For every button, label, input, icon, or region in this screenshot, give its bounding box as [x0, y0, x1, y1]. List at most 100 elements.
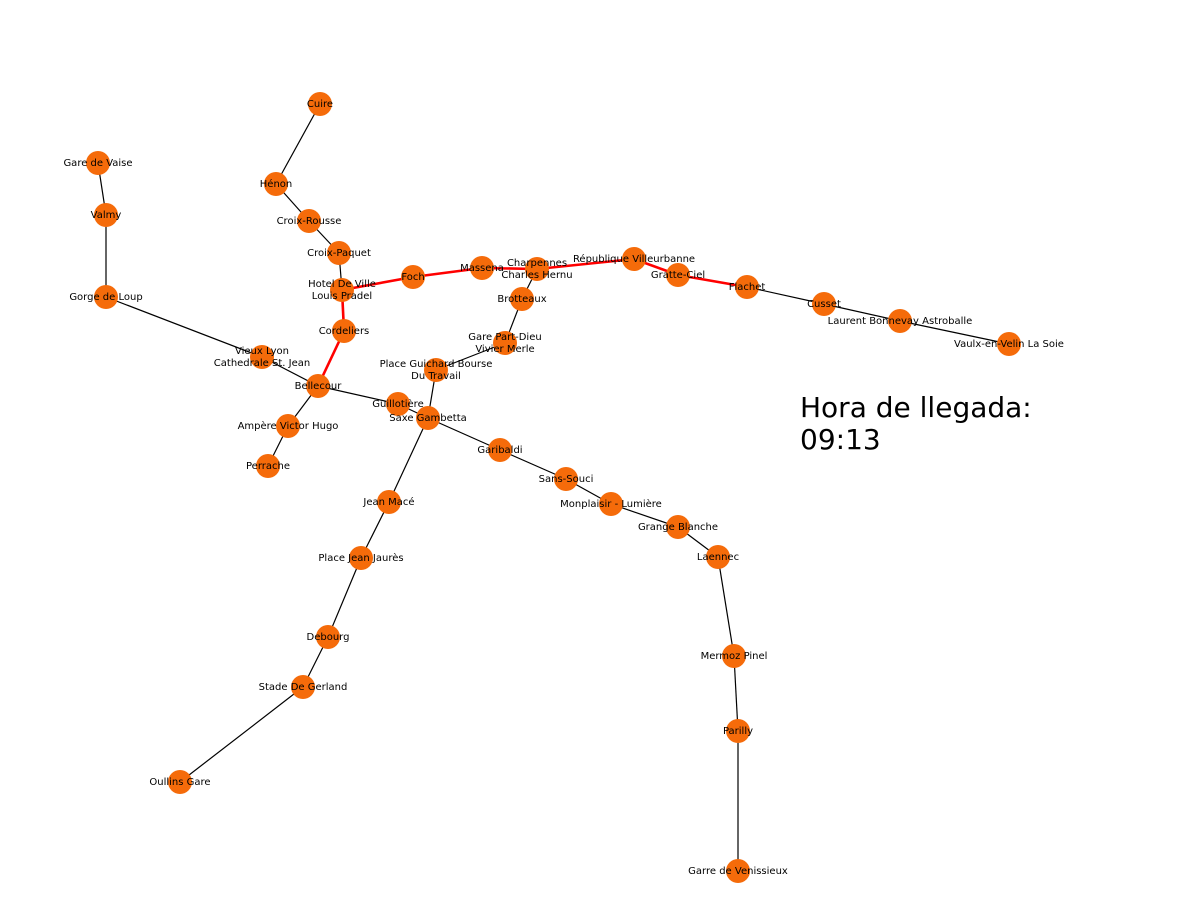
station-node-perrache: [256, 454, 280, 478]
station-label-saxe: Saxe Gambetta: [389, 413, 467, 424]
station-label-cordeliers: Cordeliers: [319, 326, 370, 337]
station-node-guichard: [424, 358, 448, 382]
station-label-guillotiere: Guillotière: [372, 398, 423, 410]
station-label-foch: Foch: [401, 272, 424, 283]
station-label-parilly: Parilly: [723, 726, 753, 737]
connection-cusset-bonnevay: [823, 303, 901, 322]
station-label-bonnevay: Laurent Bonnevay Astroballe: [828, 316, 973, 327]
connection-saxe-garibaldi: [427, 417, 501, 451]
connection-laennec-mermoz: [717, 556, 735, 657]
station-label-croix-paquet: Croix-Paquet: [307, 248, 371, 259]
connections-layer: [97, 103, 1010, 871]
station-node-croix-rousse: [297, 209, 321, 233]
stations-layer: [86, 92, 1021, 883]
connection-jean-jaures-debourg: [327, 557, 362, 638]
connection-bellecour-guillotiere: [317, 385, 399, 405]
station-label-oullins: Oullins Gare: [149, 777, 210, 788]
station-node-republique: [622, 247, 646, 271]
station-label-sans-souci: Sans-Souci: [539, 474, 594, 485]
station-node-grange-blanche: [666, 515, 690, 539]
station-labels-layer: CuireHénonCroix-RousseCroix-PaquetHotel …: [63, 99, 1064, 877]
station-node-croix-paquet: [327, 241, 351, 265]
connection-part-dieu-guichard: [435, 342, 506, 371]
station-label-monplaisir: Monplaisir - Lumière: [560, 498, 662, 510]
station-label-grange-blanche: Grange Blanche: [638, 522, 718, 533]
station-node-vaulx: [997, 332, 1021, 356]
station-node-jean-mace: [377, 490, 401, 514]
station-label-republique: République Villeurbanne: [573, 253, 695, 265]
station-label-jean-mace: Jean Macé: [362, 496, 414, 508]
station-node-mermoz: [722, 644, 746, 668]
station-label-brotteaux: Brotteaux: [497, 294, 546, 305]
station-label-garibaldi: Garibaldi: [477, 445, 522, 456]
connection-gorge-de-loup-vieux-lyon: [105, 296, 263, 358]
connection-garibaldi-sans-souci: [499, 449, 567, 480]
route-connection-hotel-de-ville-foch: [341, 275, 414, 292]
station-node-charpennes: [525, 257, 549, 281]
station-label-cusset: Cusset: [807, 299, 841, 310]
station-node-gare-de-vaise: [86, 151, 110, 175]
station-node-venissieux: [726, 859, 750, 883]
station-node-valmy: [94, 203, 118, 227]
station-node-saxe: [416, 406, 440, 430]
station-node-bellecour: [306, 374, 330, 398]
station-label-cuire: Cuire: [307, 99, 333, 110]
station-label-mermoz: Mermoz Pinel: [701, 651, 768, 662]
station-node-gratte-ciel: [666, 263, 690, 287]
connection-cuire-henon: [275, 103, 321, 185]
station-node-bonnevay: [888, 309, 912, 333]
station-node-guillotiere: [386, 392, 410, 416]
station-node-henon: [264, 172, 288, 196]
station-label-gare-de-vaise: Gare de Vaise: [63, 158, 132, 169]
station-label-ampere: Ampère Victor Hugo: [238, 420, 339, 432]
arrival-label: Hora de llegada:: [800, 391, 1032, 424]
station-label-perrache: Perrache: [246, 461, 290, 472]
station-label-vaulx: Vaulx-en-Velin La Soie: [954, 339, 1064, 350]
station-node-vieux-lyon: [250, 345, 274, 369]
station-node-brotteaux: [510, 287, 534, 311]
station-node-gerland: [291, 675, 315, 699]
station-node-foch: [401, 265, 425, 289]
connection-bonnevay-vaulx: [899, 320, 1010, 345]
connection-mermoz-parilly: [733, 655, 739, 732]
connection-flachet-cusset: [746, 286, 825, 305]
station-node-hotel-de-ville: [330, 278, 354, 302]
station-label-valmy: Valmy: [91, 210, 122, 221]
station-node-garibaldi: [488, 438, 512, 462]
station-label-gratte-ciel: Gratte-Ciel: [651, 270, 705, 281]
station-label-massena: Massena: [460, 263, 504, 274]
station-node-cordeliers: [332, 319, 356, 343]
station-label-debourg: Debourg: [307, 632, 350, 643]
station-node-oullins: [168, 770, 192, 794]
station-node-jean-jaures: [349, 546, 373, 570]
station-label-bellecour: Bellecour: [295, 381, 343, 392]
station-label-croix-rousse: Croix-Rousse: [277, 216, 342, 227]
connection-saxe-jean-mace: [388, 417, 429, 503]
station-node-gorge-de-loup: [94, 285, 118, 309]
station-node-monplaisir: [599, 492, 623, 516]
arrival-time-panel: Hora de llegada: 09:13: [800, 392, 1032, 456]
station-label-laennec: Laennec: [697, 552, 739, 563]
station-label-henon: Hénon: [260, 178, 292, 190]
station-label-jean-jaures: Place Jean Jaurès: [318, 552, 403, 564]
station-node-laennec: [706, 545, 730, 569]
station-node-cuire: [308, 92, 332, 116]
connection-gerland-oullins: [179, 686, 304, 783]
station-node-cusset: [812, 292, 836, 316]
station-node-part-dieu: [493, 331, 517, 355]
station-label-gerland: Stade De Gerland: [259, 682, 348, 693]
route-connection-charpennes-republique: [536, 257, 635, 271]
station-label-venissieux: Garre de Venissieux: [688, 866, 788, 877]
station-node-parilly: [726, 719, 750, 743]
station-node-massena: [470, 256, 494, 280]
station-node-flachet: [735, 275, 759, 299]
station-node-debourg: [316, 625, 340, 649]
station-label-gorge-de-loup: Gorge de Loup: [69, 292, 142, 303]
arrival-time: 09:13: [800, 423, 881, 456]
